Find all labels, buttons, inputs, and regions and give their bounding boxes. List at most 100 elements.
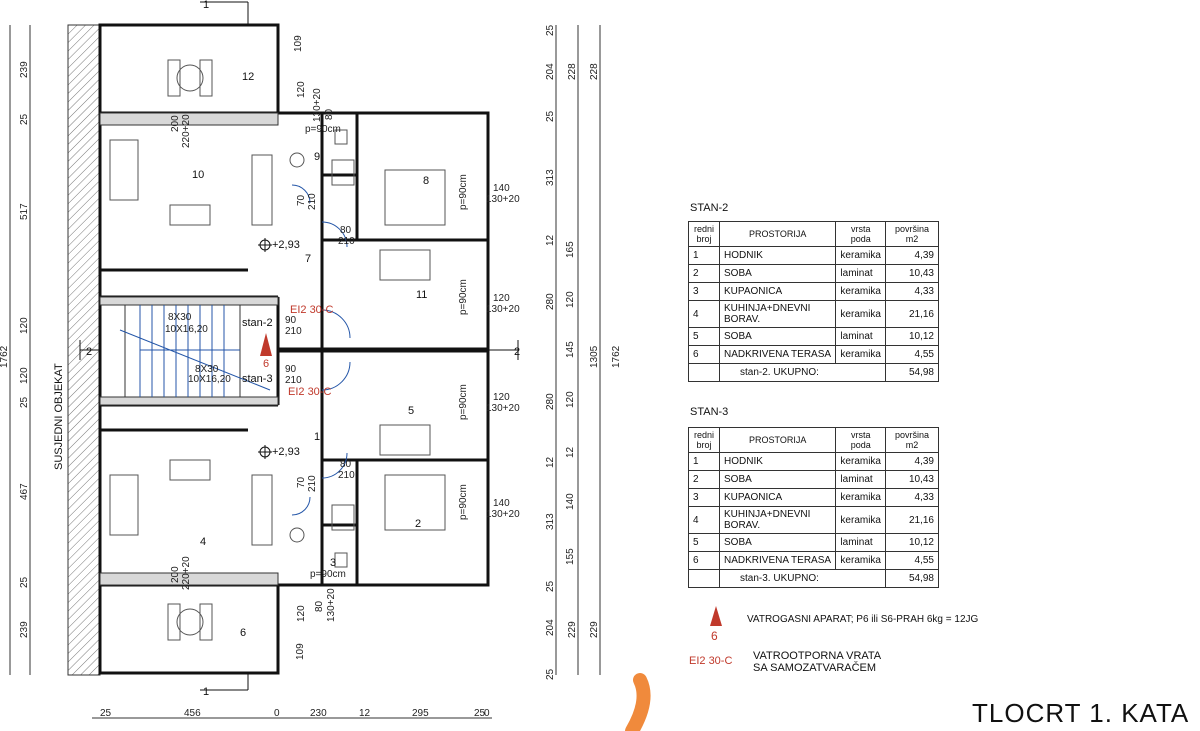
svg-text:210: 210: [285, 326, 302, 337]
svg-text:0: 0: [274, 708, 280, 719]
svg-text:165: 165: [565, 241, 576, 258]
section-mark-top: 1: [203, 0, 209, 11]
drawing-title: TLOCRT 1. KATA: [972, 698, 1190, 728]
svg-text:12: 12: [565, 446, 576, 458]
svg-text:140: 140: [565, 493, 576, 510]
svg-text:210: 210: [338, 236, 355, 247]
fire-door-label-top: EI2 30-C: [290, 304, 333, 316]
room-number: 3: [330, 557, 336, 569]
col-header: redni broj: [688, 221, 720, 247]
section-mark-bottom: 1: [203, 686, 209, 698]
svg-text:220+20: 220+20: [181, 556, 192, 590]
svg-text:280: 280: [545, 293, 556, 310]
section-mark-left: 2: [86, 346, 92, 358]
col-header: vrsta poda: [835, 221, 886, 247]
stair-label-1: 8X30: [168, 312, 192, 323]
legend-fire-door-code: EI2 30-C: [689, 655, 733, 667]
level-markers: [258, 238, 272, 459]
svg-text:1305: 1305: [589, 345, 600, 368]
legend-fire-door-text-2: SA SAMOZATVARAČEM: [753, 662, 877, 674]
stan-2-label: stan-2: [242, 317, 273, 329]
svg-text:80: 80: [324, 108, 335, 120]
svg-text:210: 210: [307, 475, 318, 492]
window-label: p=90cm: [310, 569, 346, 580]
svg-text:120: 120: [296, 605, 307, 622]
svg-text:130+20: 130+20: [486, 509, 520, 520]
svg-text:12: 12: [359, 708, 371, 719]
svg-text:295: 295: [412, 708, 429, 719]
right-dim-lines: [555, 25, 601, 675]
stair-label-2: 8X30: [195, 364, 219, 375]
level-label-bottom: +2,93: [272, 446, 300, 458]
extinguisher-number: 6: [263, 358, 269, 370]
svg-text:25: 25: [545, 668, 556, 680]
svg-text:456: 456: [184, 708, 201, 719]
svg-text:280: 280: [545, 393, 556, 410]
svg-text:140: 140: [493, 498, 510, 509]
bottom-dim-labels: 25 456 0 230 12 295 25 0: [100, 708, 490, 719]
svg-text:229: 229: [567, 621, 578, 638]
level-label-top: +2,93: [272, 239, 300, 251]
svg-text:140: 140: [493, 183, 510, 194]
room-number: 11: [416, 289, 427, 301]
room-number: 9: [314, 151, 320, 163]
svg-text:130+20: 130+20: [312, 88, 323, 122]
svg-text:120: 120: [19, 317, 30, 334]
decorative-stroke: [625, 673, 651, 731]
col-header: površina m2: [885, 221, 939, 247]
svg-text:130+20: 130+20: [486, 194, 520, 205]
stan-3-label: stan-3: [242, 373, 273, 385]
staircase: [119, 304, 271, 398]
svg-text:70: 70: [296, 476, 307, 488]
col-header: redni broj: [688, 427, 720, 453]
stair-label-1b: 10X16,20: [165, 324, 208, 335]
table-heading-stan-3: STAN-3: [690, 406, 729, 418]
left-dim-chain: [9, 25, 31, 675]
svg-text:109: 109: [295, 643, 306, 660]
legend-extinguisher-icon: [710, 606, 722, 626]
opening-dims: 80 210 90 210 90 210 80 210 70 210 70 21…: [170, 35, 520, 660]
svg-text:90: 90: [285, 364, 297, 375]
svg-text:210: 210: [285, 375, 302, 386]
room-number: 1: [314, 431, 320, 443]
room-number: 10: [192, 169, 204, 181]
svg-text:313: 313: [545, 513, 556, 530]
svg-text:228: 228: [567, 63, 578, 80]
room-number: 6: [240, 627, 246, 639]
svg-text:467: 467: [19, 483, 30, 500]
room-number: 4: [200, 536, 206, 548]
room-number: 12: [242, 71, 254, 83]
svg-text:80: 80: [340, 225, 352, 236]
svg-text:130+20: 130+20: [326, 588, 337, 622]
svg-text:12: 12: [545, 456, 556, 468]
svg-text:109: 109: [293, 35, 304, 52]
svg-text:1762: 1762: [0, 345, 10, 368]
window-label: p=90cm: [458, 174, 469, 210]
room-numbers: 12 10 9 8 7 11 5 1 4 3 2 6: [192, 71, 429, 639]
svg-text:25: 25: [19, 396, 30, 408]
svg-text:25: 25: [474, 708, 486, 719]
section-mark-right: 2: [514, 346, 520, 358]
col-header: vrsta poda: [835, 427, 886, 453]
svg-text:70: 70: [296, 194, 307, 206]
svg-text:120: 120: [565, 291, 576, 308]
svg-text:130+20: 130+20: [486, 403, 520, 414]
svg-text:145: 145: [565, 341, 576, 358]
window-label: p=90cm: [458, 384, 469, 420]
svg-text:239: 239: [19, 621, 30, 638]
window-bands: [99, 112, 279, 586]
svg-text:130+20: 130+20: [486, 304, 520, 315]
svg-text:25: 25: [545, 110, 556, 122]
legend-extinguisher-text: VATROGASNI APARAT; P6 ili S6-PRAH 6kg = …: [747, 614, 979, 625]
legend-fire-door-text-1: VATROOTPORNA VRATA: [753, 650, 882, 662]
svg-text:517: 517: [19, 203, 30, 220]
svg-text:204: 204: [545, 63, 556, 80]
door-swings: [291, 184, 351, 516]
